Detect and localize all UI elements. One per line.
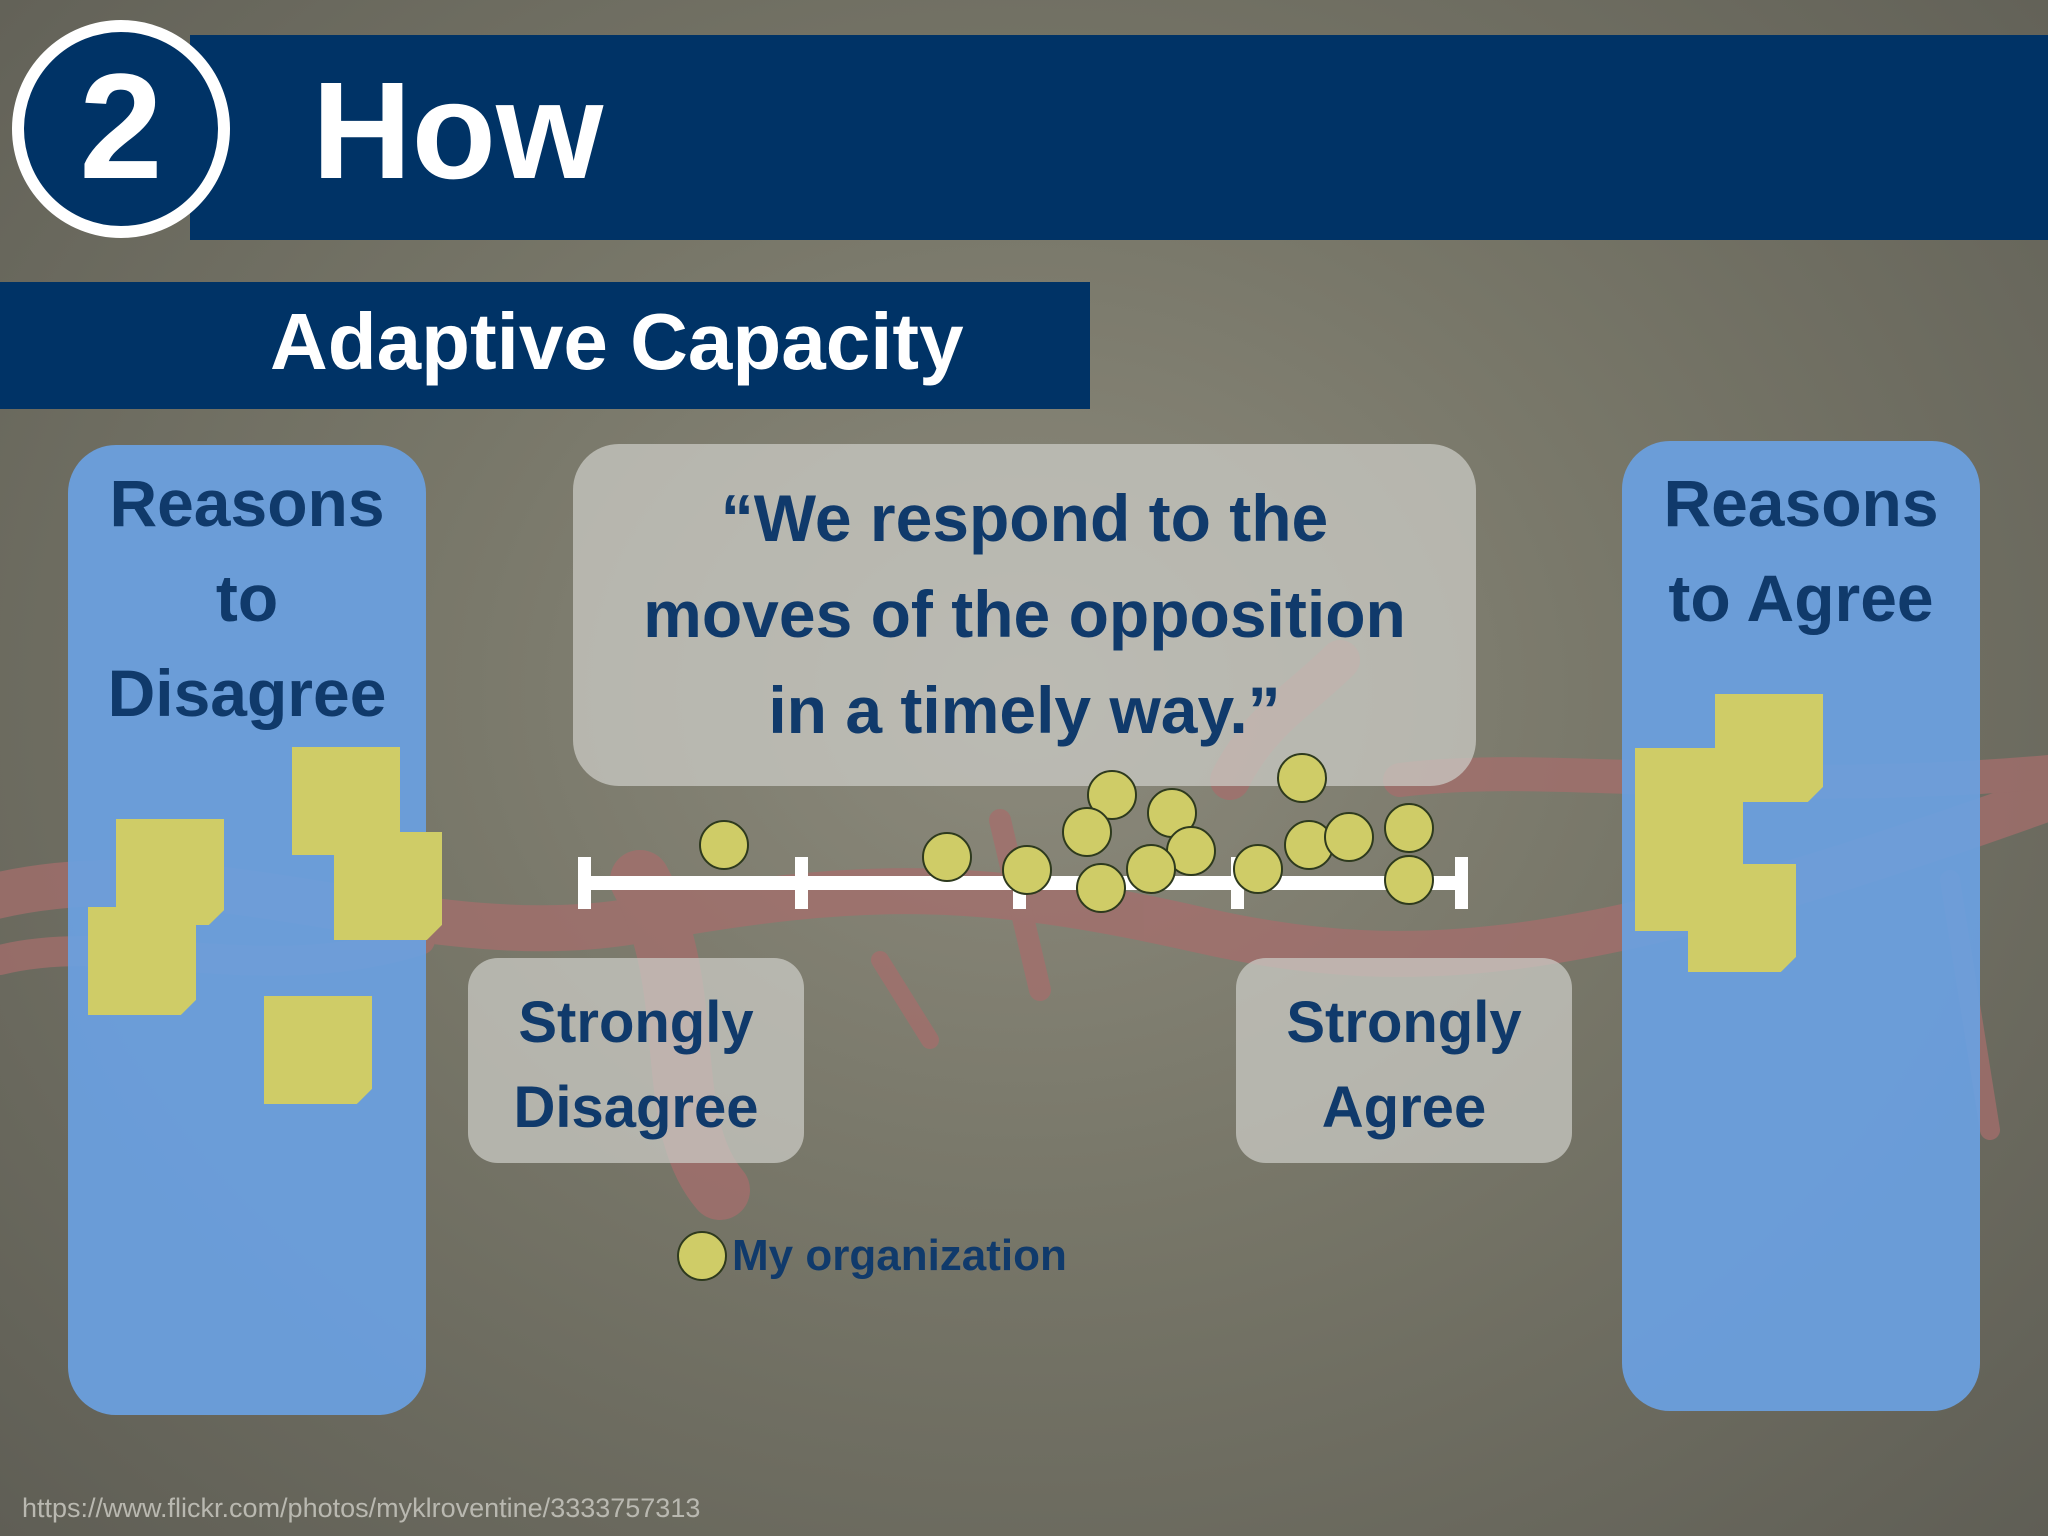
step-number-badge: 2: [12, 20, 230, 238]
scale-tick: [578, 857, 591, 909]
vote-dot[interactable]: [1002, 845, 1052, 895]
label-line: Strongly: [1286, 990, 1522, 1055]
statement-line: “We respond to the: [720, 481, 1329, 555]
vote-dot[interactable]: [1126, 844, 1176, 894]
statement-bubble: [573, 444, 1476, 786]
legend-label: My organization: [732, 1231, 1067, 1280]
heading-line: to: [215, 561, 279, 635]
heading-line: Disagree: [107, 656, 387, 730]
scale-tick: [1455, 857, 1468, 909]
strongly-disagree-box: [468, 958, 804, 1163]
section-subtitle: Adaptive Capacity: [270, 297, 964, 386]
statement-text: “We respond to the moves of the oppositi…: [573, 470, 1476, 758]
photo-credit-link[interactable]: https://www.flickr.com/photos/myklrovent…: [22, 1493, 701, 1523]
vote-dot[interactable]: [1324, 812, 1374, 862]
strongly-agree-label: Strongly Agree: [1236, 980, 1572, 1150]
vote-dot[interactable]: [922, 832, 972, 882]
sticky-note[interactable]: [1688, 864, 1796, 972]
vote-dot[interactable]: [1076, 863, 1126, 913]
heading-line: to Agree: [1668, 561, 1934, 635]
heading-line: Reasons: [109, 466, 385, 540]
sticky-note[interactable]: [264, 996, 372, 1104]
vote-dot[interactable]: [1147, 788, 1197, 838]
statement-line: moves of the opposition: [643, 577, 1406, 651]
vote-dot[interactable]: [1233, 844, 1283, 894]
label-line: Agree: [1321, 1075, 1487, 1140]
heading-line: Reasons: [1663, 466, 1939, 540]
vote-dot[interactable]: [1384, 855, 1434, 905]
vote-dot[interactable]: [1384, 803, 1434, 853]
vote-dot[interactable]: [699, 820, 749, 870]
strongly-agree-box: [1236, 958, 1572, 1163]
scale-tick: [795, 857, 808, 909]
sticky-note[interactable]: [334, 832, 442, 940]
label-line: Disagree: [513, 1075, 759, 1140]
page-title: How: [312, 54, 604, 208]
header-bar: [190, 35, 2048, 240]
vote-dot[interactable]: [1277, 753, 1327, 803]
legend-dot-icon: [677, 1231, 727, 1281]
label-line: Strongly: [518, 990, 754, 1055]
strongly-disagree-label: Strongly Disagree: [468, 980, 804, 1150]
reasons-to-agree-heading: Reasons to Agree: [1622, 456, 1980, 646]
vote-dot[interactable]: [1062, 807, 1112, 857]
sticky-note[interactable]: [1715, 694, 1823, 802]
step-number: 2: [79, 42, 163, 210]
subtitle-bar: [0, 282, 1090, 409]
statement-line: in a timely way.”: [768, 673, 1281, 747]
sticky-note[interactable]: [88, 907, 196, 1015]
reasons-to-disagree-heading: Reasons to Disagree: [68, 456, 426, 741]
